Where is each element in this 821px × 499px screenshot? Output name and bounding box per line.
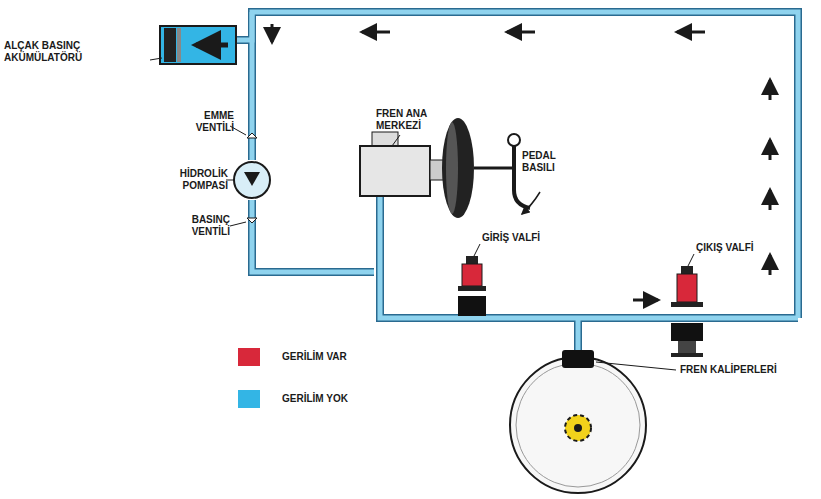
legend-swatch xyxy=(238,390,260,408)
flow-arrows xyxy=(272,24,770,300)
master-cylinder-and-booster xyxy=(360,118,540,218)
legend-swatch xyxy=(238,348,260,366)
legend-text: GERİLİM VAR xyxy=(282,351,347,363)
pump-label: HİDROLİK POMPASI xyxy=(164,168,228,192)
master-cylinder-label: FREN ANA MERKEZİ xyxy=(376,108,446,132)
outlet-valve xyxy=(671,266,703,357)
pedal-label: PEDAL BASILI xyxy=(522,150,582,174)
outlet-valve-label: ÇIKIŞ VALFİ xyxy=(696,242,786,254)
hydraulic-pipes xyxy=(236,12,798,352)
pressure-valve-label: BASINÇ VENTİLİ xyxy=(168,214,230,238)
accumulator xyxy=(160,26,236,64)
suction-valve-label: EMME VENTİLİ xyxy=(172,110,234,134)
leader-lines xyxy=(150,58,694,370)
wheel-and-caliper xyxy=(510,350,646,493)
pump xyxy=(234,133,270,223)
legend-text: GERİLİM YOK xyxy=(282,393,348,405)
inlet-valve xyxy=(458,256,486,316)
inlet-valve-label: GİRİŞ VALFİ xyxy=(482,232,572,244)
caliper-label: FREN KALİPERLERİ xyxy=(680,364,810,376)
accumulator-label: ALÇAK BASINÇ AKÜMÜLATÖRÜ xyxy=(4,40,154,64)
